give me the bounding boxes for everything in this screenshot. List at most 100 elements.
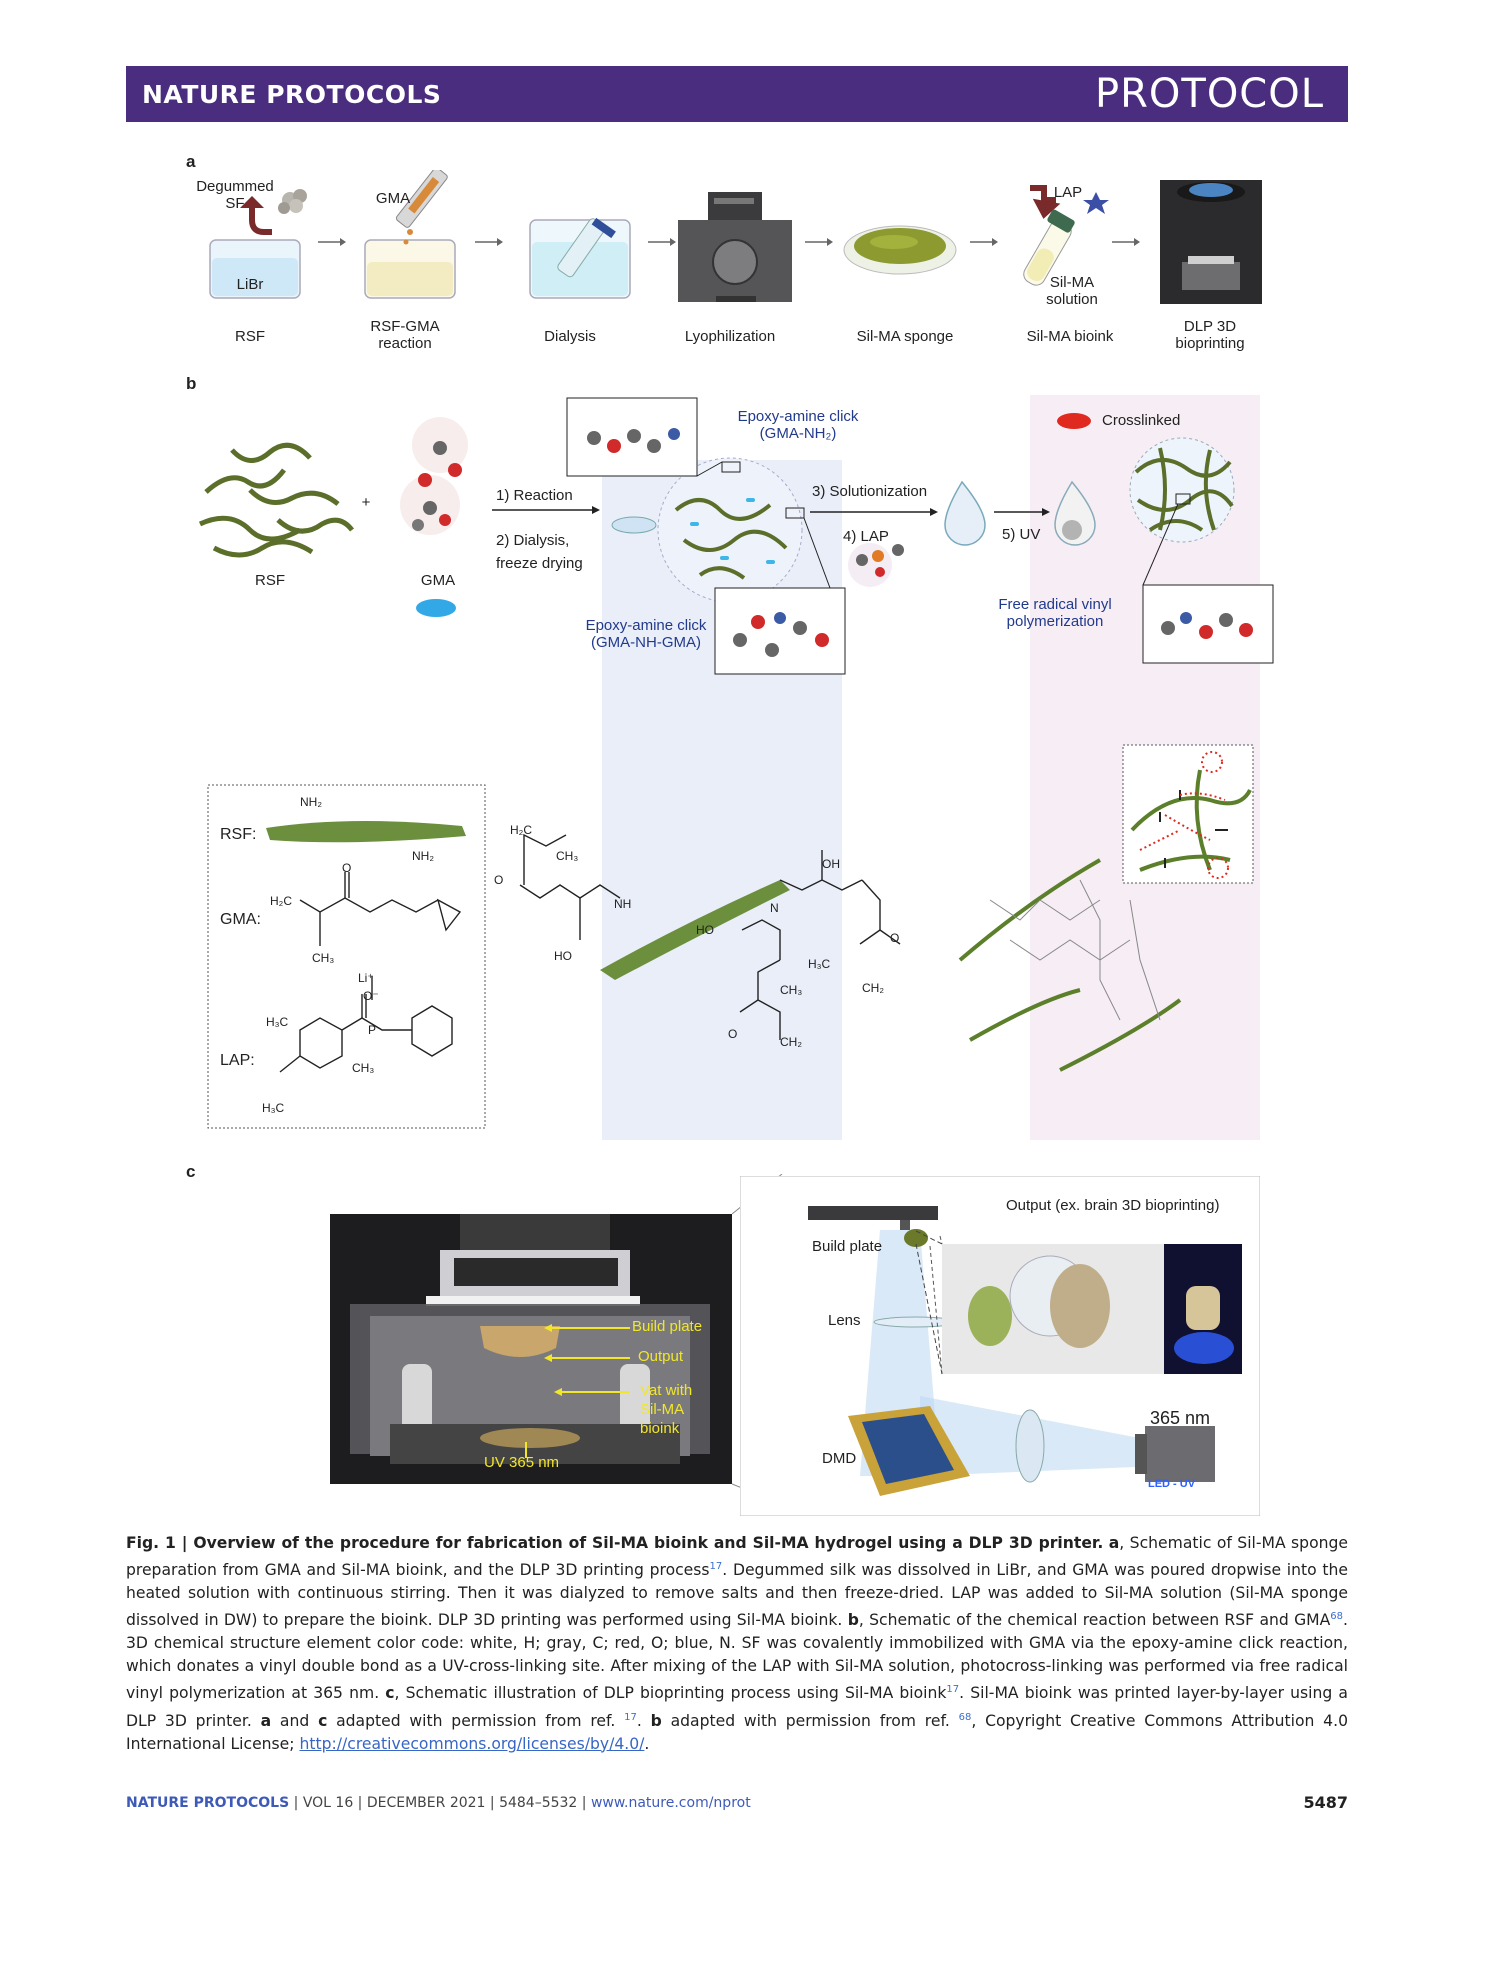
panel-b-schematic [198,397,1274,1129]
panel-c-printer-photo [330,1214,732,1484]
lap-h3c-top: H₃C [266,1015,289,1029]
ref-68-link[interactable]: 68 [1330,1611,1344,1623]
ref-17-link-2[interactable]: 17 [946,1684,960,1696]
rsf-gma-product-structure [519,833,901,1040]
gma-o-label: O [342,861,352,875]
product-h2c-label: H₂C [510,823,532,837]
page-footer: NATURE PROTOCOLS | VOL 16 | DECEMBER 202… [126,1795,751,1811]
dlp-printer [1160,180,1262,304]
crosslinked-legend-label: Crosslinked [1102,412,1181,429]
gma-ch3-label: CH₃ [312,951,335,965]
uv365-photo-label: UV 365 nm [484,1454,560,1471]
step-label-dlp: DLP 3D bioprinting [1175,318,1245,352]
gma-nh2-molecule-box [566,397,723,477]
lap-li-label: Li⁺ [358,971,374,985]
crosslinked-legend-ellipse [1057,413,1091,429]
crosslinked-molecule-box [1142,503,1274,664]
footer-pages: 5484–5532 [499,1795,578,1811]
ref-68-link-2[interactable]: 68 [958,1711,972,1723]
silma-solution-label: Sil-MA solution [1046,274,1098,308]
build-plate-schematic-label: Build plate [812,1238,883,1255]
footer-date: DECEMBER 2021 [366,1795,486,1811]
lap-p-label: P [368,1023,377,1037]
product-n-label: N [770,901,779,915]
free-radical-label: Free radical vinyl polymerization [998,596,1112,630]
lap-step-label: 4) LAP [843,528,889,545]
gma-nh-gma-molecule-box [714,517,846,675]
crosslinked-network-drawing [958,858,1182,1072]
panel-a-label: a [186,152,196,171]
gma-structure [299,872,462,946]
crosslink-chains [989,879,1161,1021]
footer-url[interactable]: www.nature.com/nprot [590,1795,751,1811]
product-o-bottom: O [728,1027,738,1041]
vat-photo-label: Vat with Sil-MA bioink [640,1382,693,1437]
panel-b-label: b [186,374,197,393]
beaker-rsf-gma [364,170,456,299]
uv-step-label: 5) UV [1002,526,1041,543]
gma-row-label: GMA: [220,911,261,928]
libr-label: LiBr [236,276,264,293]
panel-c-dlp-schematic [740,1176,1260,1516]
lap-label-a: LAP [1053,184,1083,201]
step-label-dialysis: Dialysis [544,328,596,345]
product-o-label: O [494,873,504,887]
product-ch2-bottom: CH₂ [780,1035,802,1049]
ref-17-link[interactable]: 17 [709,1561,723,1572]
license-link[interactable]: http://creativecommons.org/licenses/by/4… [299,1734,645,1753]
degummed-sf-label: Degummed SF [196,178,274,212]
bioink-tube [1023,185,1109,286]
product-ho-left: HO [554,949,572,963]
step-label-rsf-gma: RSF-GMA reaction [370,318,440,352]
article-type: PROTOCOL [1094,71,1324,117]
lap-h3c-bottom: H₃C [262,1101,285,1115]
build-plate-photo-label: Build plate [632,1318,703,1335]
nm365-label: 365 nm [1150,1408,1211,1428]
red-drop-arrow [249,208,272,235]
step-label-sponge: Sil-MA sponge [856,328,954,345]
lap-star-icon [1083,192,1109,214]
page-number: 5487 [1303,1793,1348,1812]
lyophilizer-machine [678,192,792,302]
gma-label-b: GMA [420,572,456,589]
product-ch3-label: CH₃ [556,849,579,863]
network-zoom-content [1130,751,1252,879]
panel-c-label: c [186,1162,196,1181]
footer-journal: NATURE PROTOCOLS [126,1795,290,1811]
product-h3c-label: H₃C [808,957,831,971]
chemical-structures-box [207,784,486,1129]
panel-a-illustrations [209,170,1262,304]
reaction-label: 1) Reaction [496,487,573,504]
step-label-bioink: Sil-MA bioink [1026,328,1114,345]
dmd-label: DMD [822,1450,857,1467]
rsf-nh2-bottom: NH₂ [412,849,434,863]
footer-volume: VOL 16 [302,1795,354,1811]
product-oh-label: OH [822,857,840,871]
led-uv-label: LED - UV [1148,1478,1196,1490]
ref-17-link-3[interactable]: 17 [624,1711,637,1723]
plus-sign: + [361,494,371,511]
product-ch2-right: CH₂ [862,981,884,995]
lap-ch3-label: CH₃ [352,1061,375,1075]
step-label-rsf: RSF [235,328,265,345]
lap-molecule-3d [848,543,904,587]
solutionization-label: 3) Solutionization [812,483,928,500]
figure-caption: Fig. 1 | Overview of the procedure for f… [126,1534,1348,1753]
click-gma-nh2-label: Epoxy-amine click (GMA-NH₂) [737,408,859,442]
petri-dish [611,516,657,534]
rsf-row-label: RSF: [220,826,257,843]
product-o-right: O [890,931,900,945]
silk-fiber-clump [278,189,307,214]
lap-structure [279,976,453,1073]
step-label-lyophilization: Lyophilization [684,328,776,345]
journal-name: NATURE PROTOCOLS [142,80,442,109]
product-ho-right: HO [696,923,714,937]
beaker-libr [209,239,301,299]
rsf-nh2-top: NH₂ [300,795,322,809]
printed-skull [1050,1264,1110,1348]
gma-molecule [400,417,468,535]
silma-sponge-dish [843,225,957,275]
rsf-fiber-cluster [198,442,354,558]
rsf-fiber-drawing [266,820,466,843]
printed-brain [968,1286,1012,1346]
